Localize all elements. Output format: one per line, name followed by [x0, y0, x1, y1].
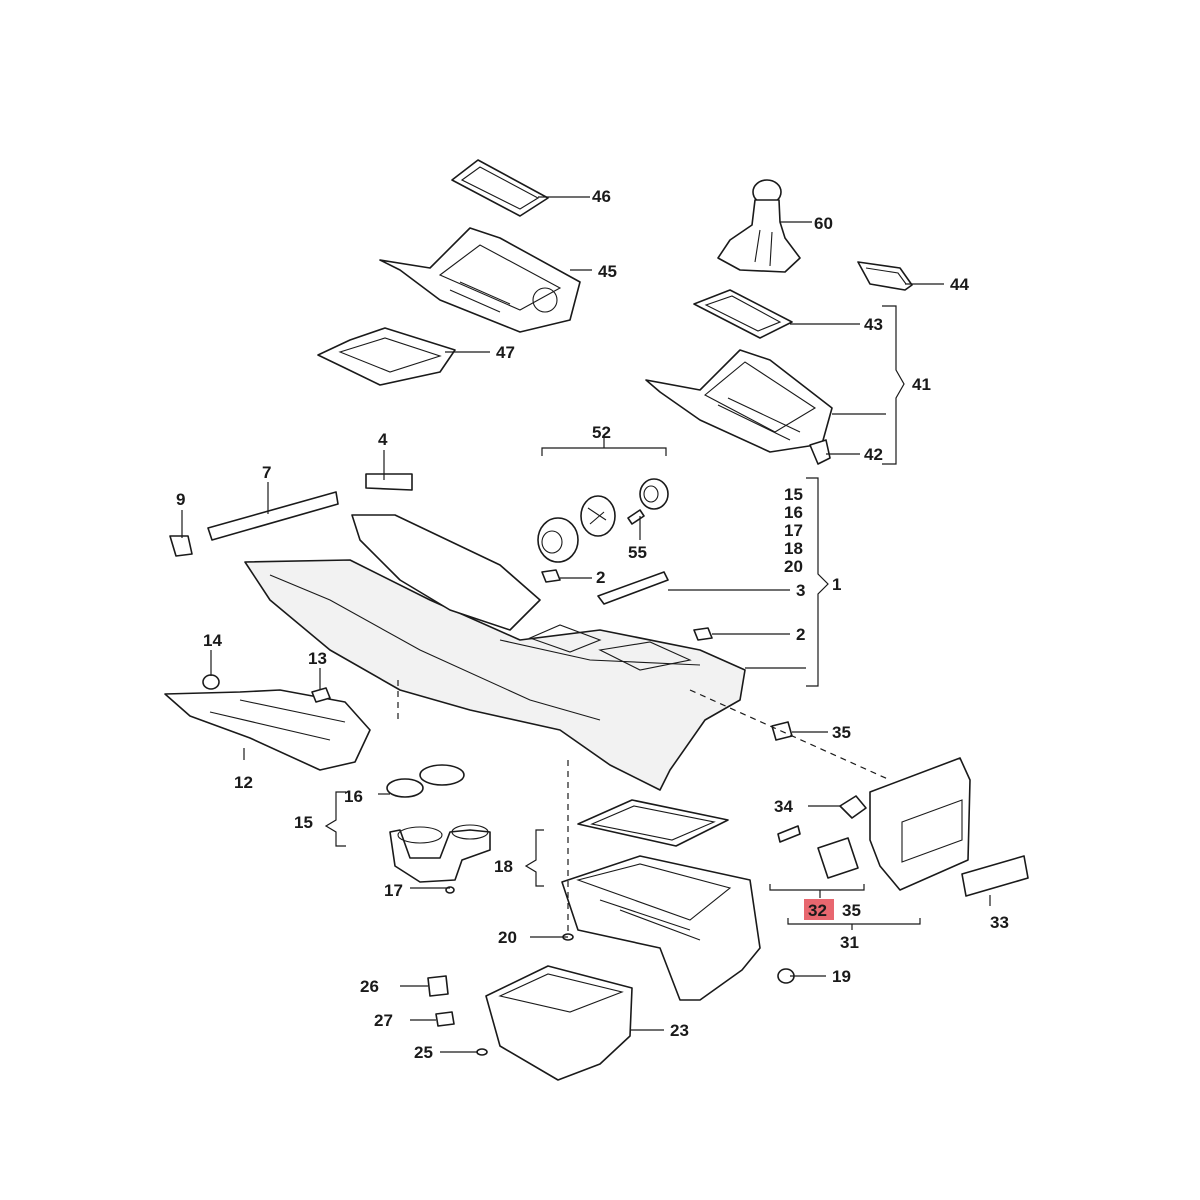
part-47-bracket [317, 327, 456, 386]
part-33-cover [961, 855, 1029, 897]
label-9: 9 [176, 490, 185, 509]
label-3: 3 [796, 581, 805, 600]
label-2a: 2 [596, 568, 605, 587]
group-label-16: 16 [784, 503, 803, 522]
label-32: 32 [808, 901, 827, 920]
label-17: 17 [384, 881, 403, 900]
label-52: 52 [592, 423, 611, 442]
part-3-trim [597, 571, 669, 605]
part-43-trim-frame [693, 289, 793, 339]
label-35a: 35 [832, 723, 851, 742]
label-2b: 2 [796, 625, 805, 644]
leader-lines [181, 196, 991, 1053]
group-braces [324, 305, 921, 930]
part-7-trim-strip [207, 491, 339, 541]
label-33: 33 [990, 913, 1009, 932]
part-9-bracket [169, 535, 193, 557]
part-18-storage-lid [577, 799, 729, 847]
label-41: 41 [912, 375, 931, 394]
part-60-gear-knob-boot [717, 179, 801, 273]
group-label-20: 20 [784, 557, 803, 576]
label-12: 12 [234, 773, 253, 792]
part-23-lower-bin [485, 965, 633, 1081]
label-43: 43 [864, 315, 883, 334]
part-32-insert [777, 825, 859, 879]
part-55-screw [627, 509, 645, 525]
group-label-18: 18 [784, 539, 803, 558]
label-4: 4 [378, 430, 388, 449]
group-label-15: 15 [784, 485, 803, 504]
part-25-fastener [476, 1048, 488, 1056]
label-47: 47 [496, 343, 515, 362]
label-19: 19 [832, 967, 851, 986]
label-26: 26 [360, 977, 379, 996]
label-15: 15 [294, 813, 313, 832]
part-14-nut [202, 674, 220, 690]
part-18-storage-box [561, 855, 761, 1001]
label-16: 16 [344, 787, 363, 806]
part-45-console-panel [379, 227, 581, 333]
label-34: 34 [774, 797, 793, 816]
label-55: 55 [628, 543, 647, 562]
label-7: 7 [262, 463, 271, 482]
label-23: 23 [670, 1021, 689, 1040]
part-46-trim-frame [451, 159, 549, 217]
part-1-center-console-body [244, 514, 746, 791]
label-25: 25 [414, 1043, 433, 1062]
group-label-17: 17 [784, 521, 803, 540]
part-13-bolt [311, 687, 331, 703]
part-2-clips [541, 569, 713, 641]
label-14: 14 [203, 631, 222, 650]
label-31: 31 [840, 933, 859, 952]
label-60: 60 [814, 214, 833, 233]
label-45: 45 [598, 262, 617, 281]
label-44: 44 [950, 275, 969, 294]
part-15-cup-holder [386, 764, 491, 883]
part-26-switch [427, 975, 449, 997]
part-12-support-bracket [164, 689, 371, 771]
part-52-control-knobs [537, 478, 669, 563]
label-42: 42 [864, 445, 883, 464]
label-27: 27 [374, 1011, 393, 1030]
label-13: 13 [308, 649, 327, 668]
part-42-clip [809, 439, 831, 465]
assembly-dashed-lines [397, 680, 891, 932]
label-20: 20 [498, 928, 517, 947]
label-18: 18 [494, 857, 513, 876]
part-34-button [839, 795, 867, 819]
part-4-clip [365, 473, 413, 491]
label-1: 1 [832, 575, 841, 594]
label-46: 46 [592, 187, 611, 206]
highlight-marker [804, 899, 834, 920]
label-35b: 35 [842, 901, 861, 920]
part-44-small-tray [857, 261, 913, 291]
part-31-rear-panel [869, 757, 971, 891]
part-labels: 46 45 47 60 44 43 41 42 52 4 7 9 55 2 3 … [176, 187, 1009, 1062]
part-27-clip [435, 1011, 455, 1027]
part-41-console-panel [645, 349, 833, 453]
